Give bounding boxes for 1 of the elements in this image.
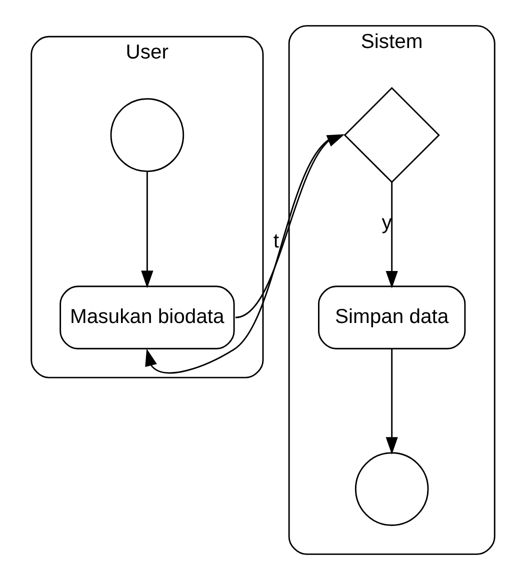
edge-label: t [273, 230, 279, 252]
